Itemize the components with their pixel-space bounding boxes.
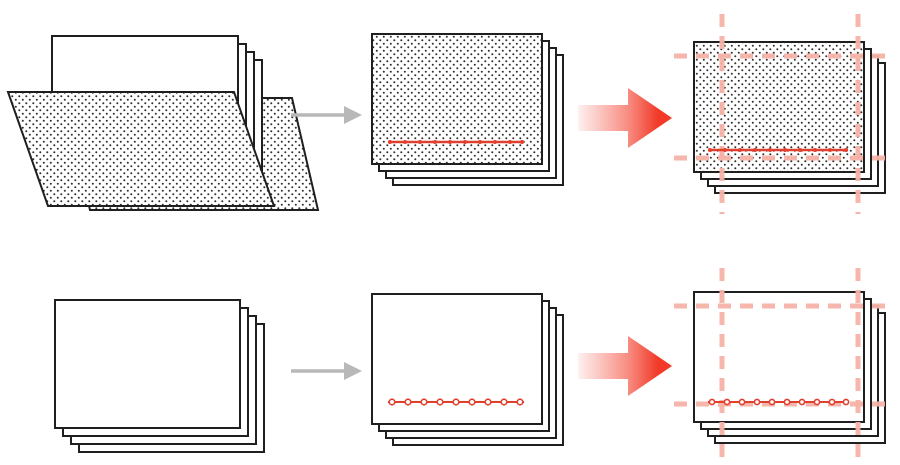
red-gradient-arrow-icon <box>578 88 672 148</box>
sheet-stack <box>371 293 564 446</box>
sheet-top-patterned <box>371 33 543 165</box>
panel-jogged-stack-stitched <box>371 33 564 186</box>
trim-marks <box>674 14 892 214</box>
stitch-line <box>708 148 848 152</box>
gray-arrow-icon <box>291 362 362 380</box>
panel-stitched-stack-trim-marks <box>674 14 892 214</box>
arrow-shape <box>578 88 672 148</box>
red-gradient-arrow-icon <box>578 336 672 396</box>
panel-loose-sheets-plain <box>54 299 265 453</box>
sheet <box>54 299 241 429</box>
sewn-stitch-line <box>388 398 524 406</box>
arrow-head <box>344 362 362 380</box>
sheet-stack <box>54 299 265 453</box>
panel-sewn-stack-trim-marks <box>674 268 892 458</box>
patterned-sheet-front <box>6 91 276 207</box>
sheet-stack <box>371 33 564 186</box>
panel-loose-sheets-patterned <box>6 35 320 211</box>
panel-stack-sewn <box>371 293 564 446</box>
arrow-shape <box>578 336 672 396</box>
gray-arrow-icon <box>291 106 362 124</box>
sewn-stitch-line <box>708 398 850 406</box>
trim-marks <box>674 268 892 458</box>
stitch-line <box>388 140 524 144</box>
arrow-head <box>344 106 362 124</box>
